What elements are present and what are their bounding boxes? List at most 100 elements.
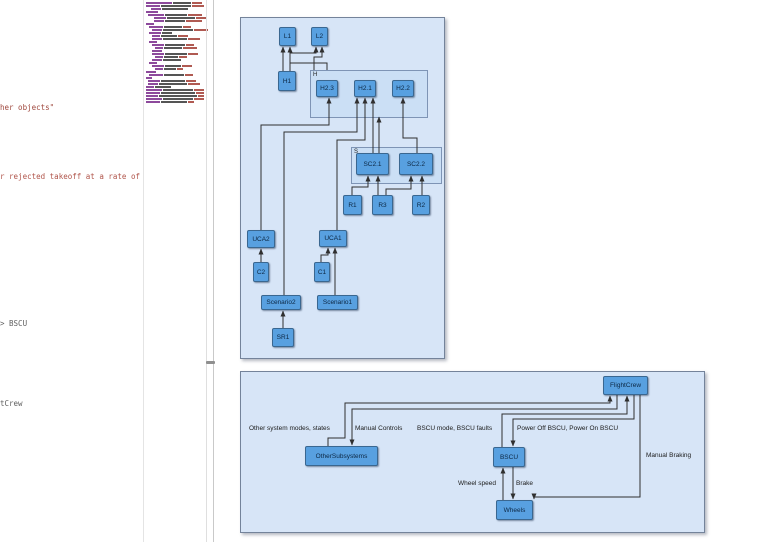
code-token <box>196 17 206 19</box>
code-token <box>161 35 177 37</box>
code-token <box>146 23 154 25</box>
code-token <box>146 71 156 73</box>
code-token <box>161 5 191 7</box>
code-token <box>149 32 161 34</box>
code-line <box>152 35 188 37</box>
code-token <box>178 35 188 37</box>
code-line <box>151 8 188 10</box>
code-line <box>152 38 200 40</box>
code-token <box>146 2 172 4</box>
code-token <box>186 20 202 22</box>
node-C2[interactable]: C2 <box>253 262 269 282</box>
node-SC2.2[interactable]: SC2.2 <box>399 153 433 175</box>
code-line <box>155 47 197 49</box>
code-token <box>148 14 164 16</box>
code-token <box>164 68 176 70</box>
code-token <box>188 14 202 16</box>
left-text-pane[interactable]: her objects" r rejected takeoff at a rate… <box>0 0 143 542</box>
code-token <box>148 80 160 82</box>
code-token <box>149 74 163 76</box>
code-line <box>146 11 158 13</box>
left-pane-text-line: r rejected takeoff at a rate of <box>0 172 140 181</box>
node-L2[interactable]: L2 <box>311 27 328 46</box>
code-token <box>165 14 187 16</box>
code-token <box>177 68 183 70</box>
code-token <box>164 26 182 28</box>
code-line <box>149 26 191 28</box>
code-token <box>165 44 185 46</box>
code-token <box>196 92 204 94</box>
node-H2.1[interactable]: H2.1 <box>354 80 376 97</box>
code-line <box>146 71 156 73</box>
code-line <box>146 95 204 97</box>
code-token <box>173 2 191 4</box>
code-token <box>146 98 162 100</box>
code-token <box>162 8 188 10</box>
code-line <box>148 80 196 82</box>
code-line <box>155 68 183 70</box>
edge-label: Manual Controls <box>355 425 403 432</box>
code-token <box>186 44 194 46</box>
code-token <box>159 95 197 97</box>
code-token <box>188 101 194 103</box>
node-R3[interactable]: R3 <box>372 195 393 215</box>
node-C1[interactable]: C1 <box>314 262 330 282</box>
node-R2[interactable]: R2 <box>412 195 430 215</box>
node-UCA1[interactable]: UCA1 <box>319 230 347 247</box>
code-line <box>149 62 157 64</box>
node-H1[interactable]: H1 <box>278 71 296 91</box>
node-UCA2[interactable]: UCA2 <box>247 230 275 248</box>
code-token <box>182 65 192 67</box>
code-token <box>165 53 187 55</box>
code-line <box>146 98 204 100</box>
code-token <box>188 83 200 85</box>
code-token <box>179 56 187 58</box>
pane-divider-right <box>206 0 207 542</box>
code-line <box>146 89 204 91</box>
scrollbar-track[interactable] <box>213 0 214 542</box>
code-line <box>155 56 187 58</box>
code-token <box>152 65 164 67</box>
code-token <box>152 59 162 61</box>
node-OtherSubsystems[interactable]: OtherSubsystems <box>305 446 378 466</box>
code-line <box>152 44 194 46</box>
code-token <box>149 26 163 28</box>
code-line <box>146 77 152 79</box>
splitter-handle[interactable] <box>206 361 215 364</box>
node-FlightCrew[interactable]: FlightCrew <box>603 376 648 395</box>
code-line <box>148 14 202 16</box>
code-token <box>192 5 204 7</box>
code-token <box>167 17 195 19</box>
node-Scenario1[interactable]: Scenario1 <box>317 295 358 310</box>
node-H2.3[interactable]: H2.3 <box>316 80 338 97</box>
code-token <box>183 26 191 28</box>
code-token <box>163 59 181 61</box>
node-R1[interactable]: R1 <box>343 195 362 215</box>
left-pane-text-line: her objects" <box>0 103 55 112</box>
code-line <box>154 20 202 22</box>
code-token <box>163 98 193 100</box>
code-token <box>149 62 157 64</box>
code-token <box>146 92 160 94</box>
group-label: H <box>313 72 318 78</box>
code-line <box>149 32 172 34</box>
node-Scenario2[interactable]: Scenario2 <box>261 295 301 310</box>
code-token <box>192 2 202 4</box>
code-token <box>163 38 187 40</box>
edge-label: BSCU mode, BSCU faults <box>417 425 493 432</box>
code-token <box>164 56 178 58</box>
node-H2.2[interactable]: H2.2 <box>392 80 414 97</box>
edge-label: Wheel speed <box>458 480 496 487</box>
node-L1[interactable]: L1 <box>279 27 296 46</box>
code-line <box>152 50 162 52</box>
code-minimap-pane[interactable] <box>144 1 208 541</box>
node-Wheels[interactable]: Wheels <box>496 500 533 520</box>
code-line <box>146 86 171 88</box>
code-token <box>162 32 172 34</box>
code-token <box>159 83 187 85</box>
node-SR1[interactable]: SR1 <box>272 328 294 347</box>
node-SC2.1[interactable]: SC2.1 <box>356 153 389 175</box>
node-BSCU[interactable]: BSCU <box>493 447 525 467</box>
code-token <box>146 101 160 103</box>
